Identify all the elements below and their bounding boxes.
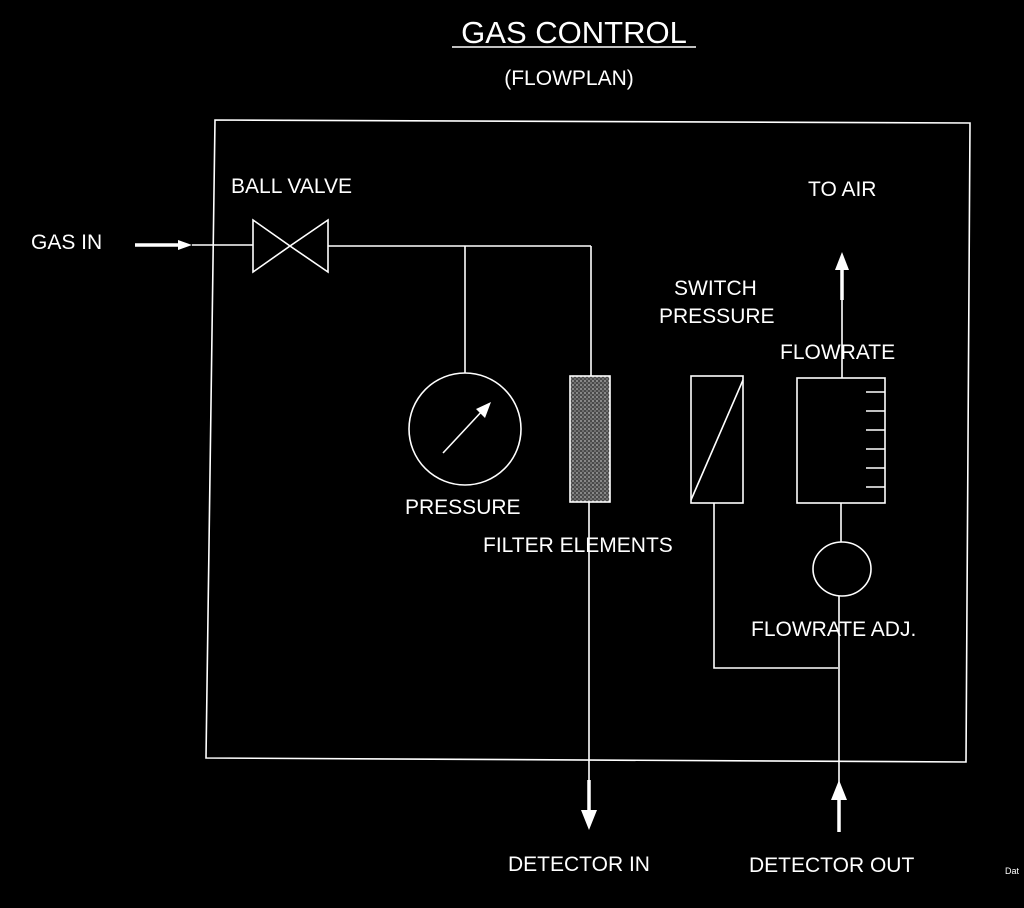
flowrate-meter xyxy=(796,377,886,504)
gas-in-arrow-head xyxy=(178,240,192,250)
switch-pressure-label-line1: SWITCH xyxy=(674,277,757,300)
filter-element xyxy=(569,375,611,503)
pressure-label: PRESSURE xyxy=(405,496,521,519)
flowrate-adjust-valve xyxy=(812,541,872,597)
switch-return-pipe xyxy=(713,503,838,669)
flowrate-label: FLOWRATE xyxy=(780,341,895,364)
filter-elements-label: FILTER ELEMENTS xyxy=(483,534,673,557)
flowrate-adj-label: FLOWRATE ADJ. xyxy=(751,618,916,641)
detector-in-label: DETECTOR IN xyxy=(508,853,650,876)
ball-valve-label: BALL VALVE xyxy=(231,175,352,198)
switch-pressure-label-line2: PRESSURE xyxy=(659,305,775,328)
gas-in-label: GAS IN xyxy=(31,231,102,254)
diagram-title: GAS CONTROL xyxy=(461,15,687,50)
corner-text-fragment: Dat xyxy=(1005,866,1020,876)
detector-in-arrow-head xyxy=(581,810,597,830)
detector-out-label: DETECTOR OUT xyxy=(749,854,914,877)
pressure-gauge xyxy=(408,372,522,486)
ball-valve-symbol xyxy=(252,218,329,274)
to-air-label: TO AIR xyxy=(808,178,876,201)
enclosure-box xyxy=(205,119,971,763)
detector-out-arrow-head xyxy=(831,780,847,800)
to-air-arrow-head xyxy=(835,252,849,270)
diagram-subtitle: (FLOWPLAN) xyxy=(504,67,634,90)
pressure-switch xyxy=(690,375,744,504)
